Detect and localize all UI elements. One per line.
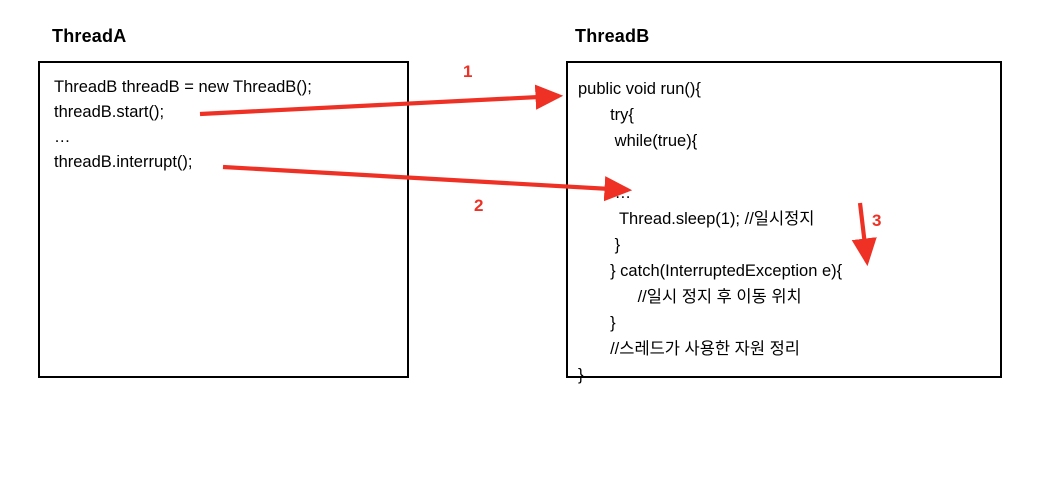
- threadA-title: ThreadA: [52, 26, 127, 46]
- threadB-code-lines: public void run(){ try{ while(true){ … T…: [568, 63, 1000, 388]
- code-line: //스레드가 사용한 자원 정리: [578, 340, 800, 358]
- code-line: while(true){: [578, 132, 698, 150]
- code-line: //일시 정지 후 이동 위치: [578, 288, 802, 306]
- code-line: } catch(InterruptedException e){: [578, 262, 843, 280]
- threadA-code-box: ThreadB threadB = new ThreadB(); threadB…: [38, 61, 409, 378]
- code-line: }: [578, 236, 621, 254]
- threadB-title: ThreadB: [575, 26, 650, 46]
- code-line: …: [578, 184, 632, 202]
- arrow-label-1: 1: [463, 62, 473, 81]
- code-line: }: [578, 366, 584, 384]
- code-line: }: [578, 314, 616, 332]
- threadB-code-box: public void run(){ try{ while(true){ … T…: [566, 61, 1002, 384]
- code-line: …: [54, 128, 71, 146]
- code-line: Thread.sleep(1); //일시정지: [578, 210, 815, 228]
- code-line: try{: [578, 106, 634, 124]
- code-line: public void run(){: [578, 80, 701, 98]
- code-line: ThreadB threadB = new ThreadB();: [54, 78, 312, 96]
- arrow-label-3: 3: [872, 211, 882, 230]
- threadA-code-lines: ThreadB threadB = new ThreadB(); threadB…: [40, 63, 407, 175]
- code-line: threadB.interrupt();: [54, 153, 193, 171]
- code-line: threadB.start();: [54, 103, 165, 121]
- code-line: [578, 154, 1000, 180]
- arrow-label-2: 2: [474, 196, 484, 215]
